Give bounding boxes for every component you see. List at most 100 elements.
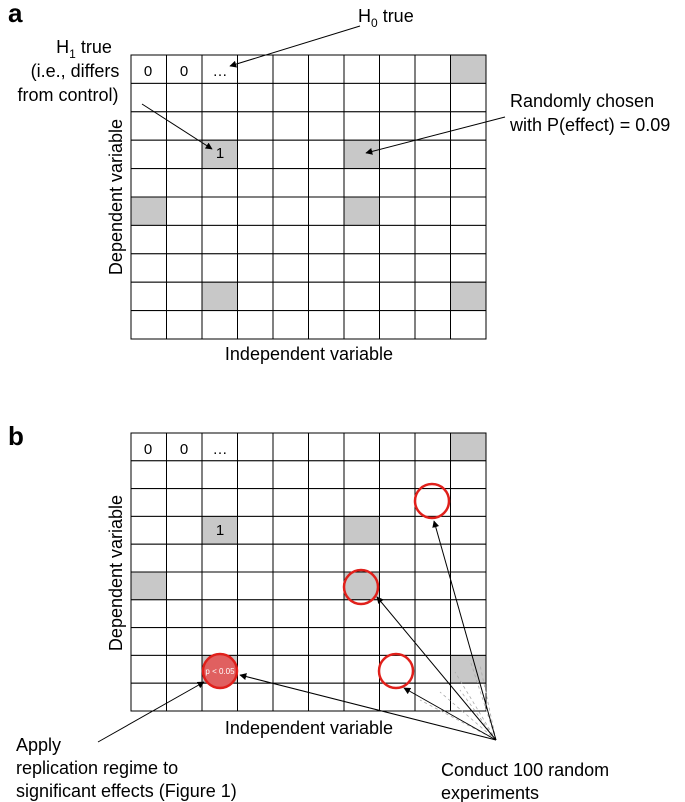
- grid-cell: [450, 543, 487, 573]
- grid-cell: [343, 54, 380, 84]
- grid-cell-shaded: [130, 196, 167, 226]
- grid-cell: [308, 599, 345, 629]
- grid-cell: [379, 82, 416, 113]
- arrow-to-significant: [239, 673, 497, 741]
- grid-cell: [450, 460, 487, 490]
- grid-cell: [166, 253, 203, 283]
- grid-cell: [379, 515, 416, 545]
- grid-cell-shaded: [130, 571, 167, 601]
- grid-cell: [166, 682, 203, 712]
- grid-cell: [237, 281, 274, 312]
- grid-b-cell-1: 0: [180, 441, 188, 458]
- grid-b-cell-ellipsis: …: [213, 441, 228, 458]
- grid-cell: [343, 627, 380, 656]
- grid-cell: [308, 82, 345, 113]
- grid-cell: [166, 224, 203, 255]
- grid-cell: [308, 111, 345, 141]
- grid-cell: [414, 139, 451, 170]
- grid-cell: [379, 432, 416, 462]
- grid-cell: [308, 168, 345, 198]
- grid-cell: [130, 627, 167, 656]
- grid-cell: [450, 571, 487, 601]
- conduct-label-line2: experiments: [441, 783, 539, 802]
- grid-cell: [237, 488, 274, 517]
- grid-cell: [201, 310, 238, 340]
- grid-cell: [130, 543, 167, 573]
- grid-cell: [379, 543, 416, 573]
- grid-cell: [166, 488, 203, 517]
- grid-cell: [414, 627, 451, 656]
- grid-cell: [201, 460, 238, 490]
- grid-cell: [308, 196, 345, 226]
- grid-cell: [379, 627, 416, 656]
- grid-cell: [343, 488, 380, 517]
- panel-a-label: a: [8, 0, 23, 28]
- grid-cell: [272, 571, 309, 601]
- grid-cell: [272, 515, 309, 545]
- p-value-label: p < 0.05: [205, 667, 235, 676]
- grid-cell: [343, 224, 380, 255]
- grid-cell: [414, 82, 451, 113]
- random-label-line1: Randomly chosen: [510, 91, 654, 111]
- grid-cell: [379, 54, 416, 84]
- grid-cell-shaded: [201, 515, 238, 545]
- apply-arrow: [97, 681, 205, 743]
- grid-cell: [130, 82, 167, 113]
- grid-cell: [379, 460, 416, 490]
- apply-label-line3: significant effects (Figure 1): [16, 781, 237, 801]
- grid-cell: [343, 310, 380, 340]
- grid-cell: [272, 460, 309, 490]
- grid-cell: [237, 682, 274, 712]
- grid-cell: [272, 54, 309, 84]
- grid-cell: [343, 82, 380, 113]
- grid-cell: [201, 488, 238, 517]
- grid-cell: [272, 488, 309, 517]
- arrow-to-circle-2: [376, 596, 497, 741]
- arrow-to-circle-1: [432, 520, 497, 741]
- grid-cell: [450, 488, 487, 517]
- grid-cell: [343, 168, 380, 198]
- grid-cell: [414, 543, 451, 573]
- grid-cell: [166, 460, 203, 490]
- grid-cell: [130, 599, 167, 629]
- grid-cell: [166, 515, 203, 545]
- grid-b: [130, 432, 487, 712]
- grid-cell: [272, 654, 309, 684]
- grid-cell: [272, 139, 309, 170]
- grid-cell: [379, 310, 416, 340]
- grid-cell: [130, 515, 167, 545]
- grid-cell: [130, 460, 167, 490]
- h1-arrow: [141, 103, 213, 150]
- grid-cell: [414, 196, 451, 226]
- h0-label: H0 true: [358, 6, 414, 30]
- grid-cell-shaded: [343, 515, 380, 545]
- grid-cell: [450, 224, 487, 255]
- grid-a-cell-0: 0: [144, 63, 152, 80]
- grid-cell: [130, 682, 167, 712]
- grid-a: [130, 54, 487, 340]
- grid-cell: [130, 310, 167, 340]
- grid-cell: [130, 139, 167, 170]
- grid-cell: [272, 432, 309, 462]
- grid-cell: [308, 543, 345, 573]
- random-label-line2: with P(effect) = 0.09: [509, 115, 670, 135]
- grid-cell: [237, 515, 274, 545]
- grid-cell: [379, 571, 416, 601]
- grid-cell: [272, 627, 309, 656]
- grid-cell: [130, 488, 167, 517]
- grid-cell-shaded: [450, 432, 487, 462]
- grid-cell: [414, 224, 451, 255]
- grid-cell: [201, 196, 238, 226]
- grid-cell: [130, 54, 167, 84]
- grid-cell: [379, 111, 416, 141]
- grid-cell: [272, 253, 309, 283]
- grid-cell: [130, 224, 167, 255]
- grid-cell: [450, 310, 487, 340]
- apply-label-line2: replication regime to: [16, 758, 178, 778]
- grid-cell: [379, 253, 416, 283]
- panel-b-ylabel: Dependent variable: [106, 495, 126, 651]
- grid-cell: [450, 599, 487, 629]
- grid-cell: [343, 281, 380, 312]
- grid-cell: [308, 627, 345, 656]
- experiment-circle-2: [342, 568, 380, 606]
